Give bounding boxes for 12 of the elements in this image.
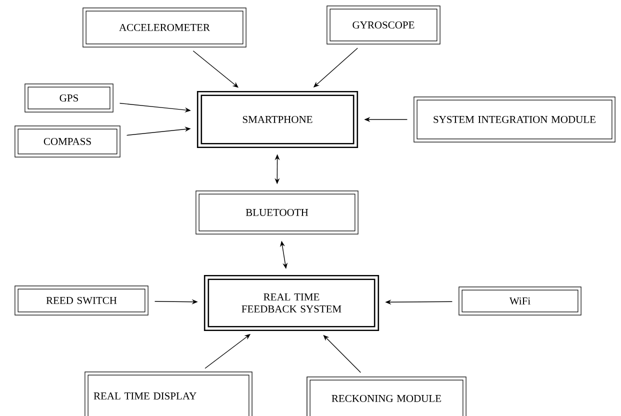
box: GPS [24,84,114,112]
box: BLUETOOTH [196,190,358,234]
box: SYSTEM INTEGRATION MODULE [414,96,616,142]
box: SMARTPHONE [196,90,358,148]
box: WiFi [458,286,582,316]
box: ACCELEROMETER [82,8,246,48]
box: REAL TIME FEEDBACK SYSTEM [204,274,380,332]
box: GYROSCOPE [326,6,440,44]
box: RECKONING MODULE [306,376,466,416]
box: COMPASS [14,126,120,158]
box: REED SWITCH [14,286,148,316]
box: REAL TIME DISPLAY [84,372,252,416]
